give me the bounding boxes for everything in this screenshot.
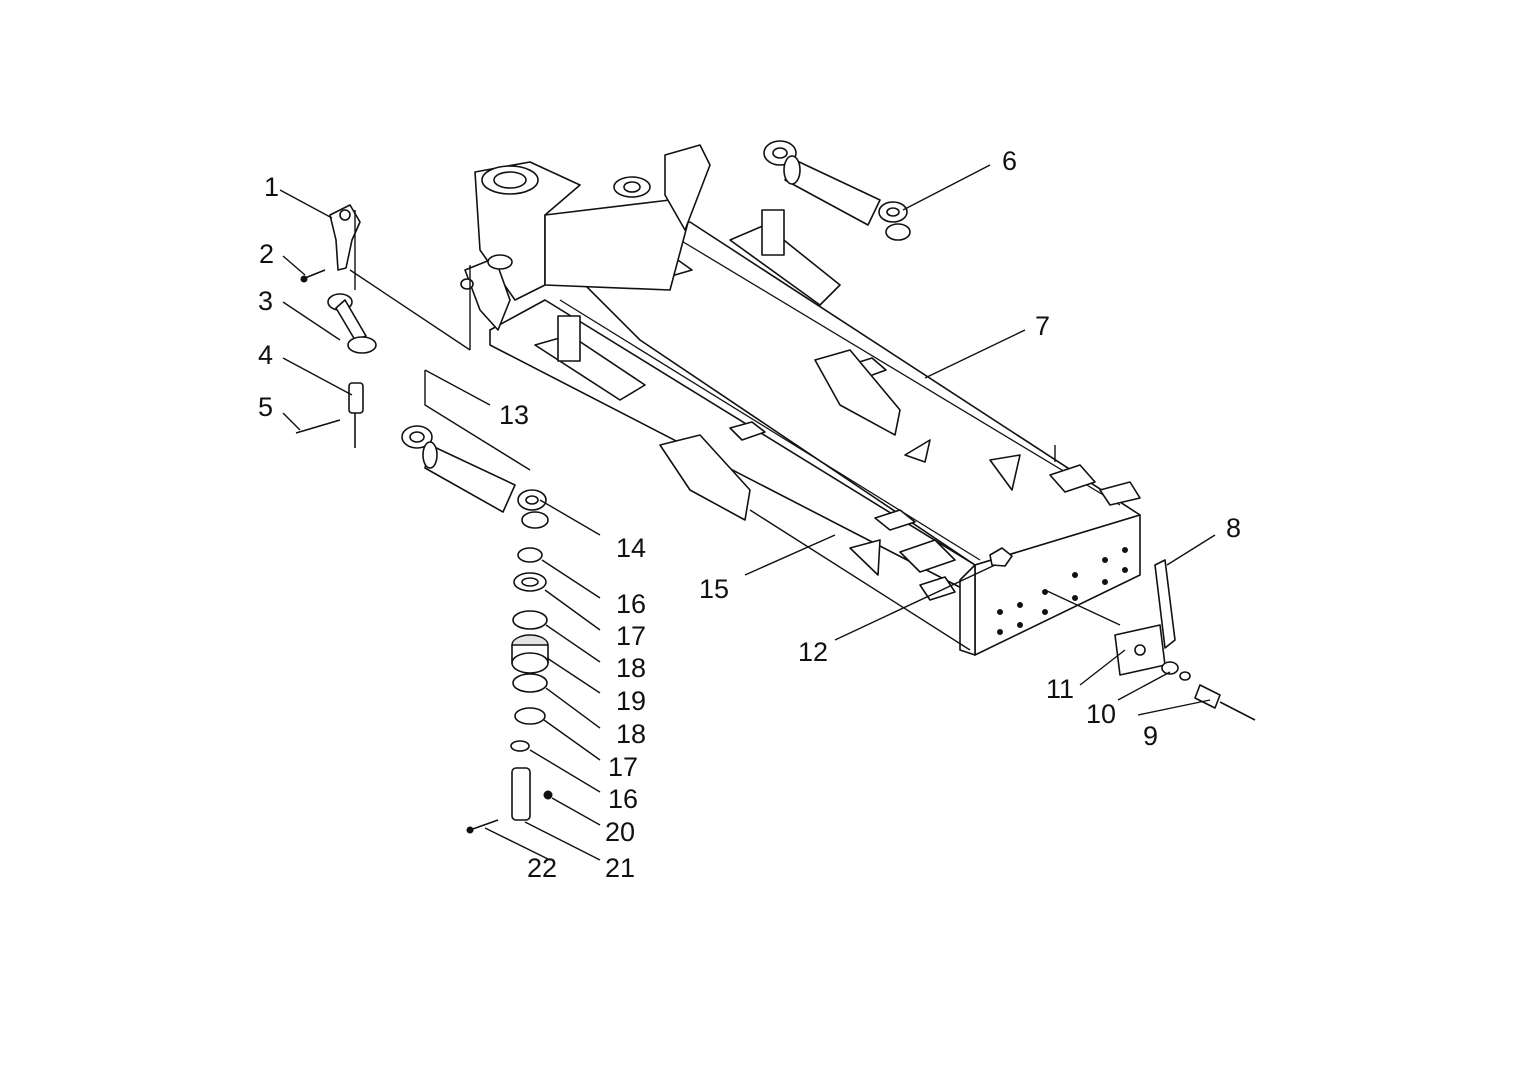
hydraulic-cylinder-left	[401, 425, 549, 529]
callout-17-upper: 17	[616, 621, 646, 651]
callout-5: 5	[258, 392, 273, 422]
callout-16-lower: 16	[608, 784, 638, 814]
callout-21: 21	[605, 853, 635, 883]
callout-18-upper: 18	[616, 653, 646, 683]
callout-6: 6	[1002, 146, 1017, 176]
callout-9: 9	[1143, 721, 1158, 751]
main-frame	[489, 209, 1141, 656]
link-assembly	[295, 204, 377, 448]
callout-2: 2	[259, 239, 274, 269]
callout-14: 14	[616, 533, 646, 563]
callout-11: 11	[1046, 674, 1074, 704]
callout-4: 4	[258, 340, 273, 370]
callout-15: 15	[699, 574, 729, 604]
leader-lines	[279, 164, 1216, 861]
callout-8: 8	[1226, 513, 1241, 543]
callout-13: 13	[499, 400, 529, 430]
callout-16-upper: 16	[616, 589, 646, 619]
callout-1: 1	[264, 172, 279, 202]
callout-22: 22	[527, 853, 557, 883]
callout-12: 12	[798, 637, 828, 667]
hydraulic-cylinder-top	[763, 140, 911, 241]
callout-labels: 1 2 3 4 5 6 7 8 9 10 11 12 13 14 15 16 1…	[258, 146, 1241, 883]
callout-19: 19	[616, 686, 646, 716]
boom-mount	[460, 144, 711, 331]
callout-18-lower: 18	[616, 719, 646, 749]
bearing-stack	[466, 547, 553, 834]
callout-7: 7	[1035, 311, 1050, 341]
callout-10: 10	[1086, 699, 1116, 729]
callout-20: 20	[605, 817, 635, 847]
callout-3: 3	[258, 286, 273, 316]
callout-17-lower: 17	[608, 752, 638, 782]
hinge-assembly	[1114, 559, 1256, 721]
